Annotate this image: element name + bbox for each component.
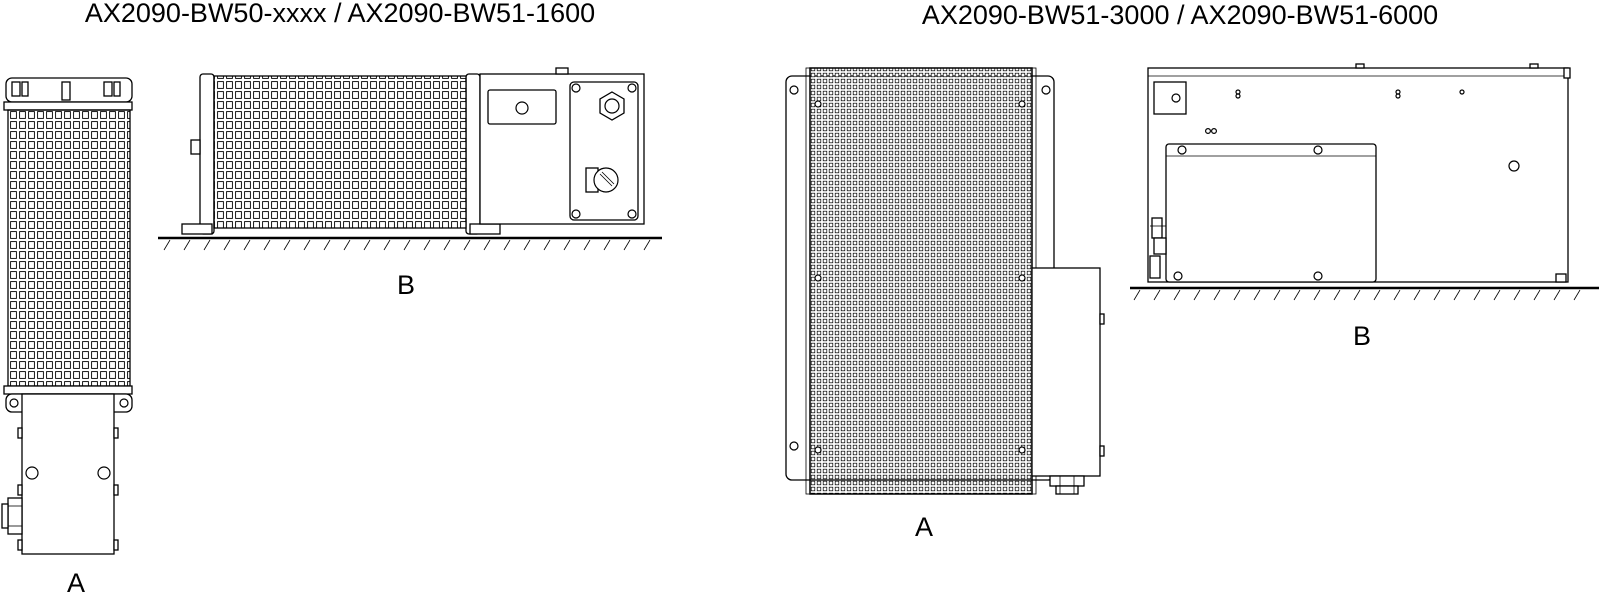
left-view-a — [1, 77, 133, 555]
right-group-title: AX2090-BW51-3000 / AX2090-BW51-6000 — [922, 0, 1438, 30]
right-view-a — [785, 67, 1105, 495]
right-view-a-label: A — [915, 512, 933, 542]
left-group-title: AX2090-BW50-xxxx / AX2090-BW51-1600 — [85, 0, 595, 28]
left-view-a-label: A — [67, 568, 85, 597]
right-view-b — [1130, 63, 1599, 301]
left-view-b — [158, 67, 662, 251]
left-view-b-label: B — [397, 270, 415, 300]
right-view-b-label: B — [1353, 321, 1371, 351]
